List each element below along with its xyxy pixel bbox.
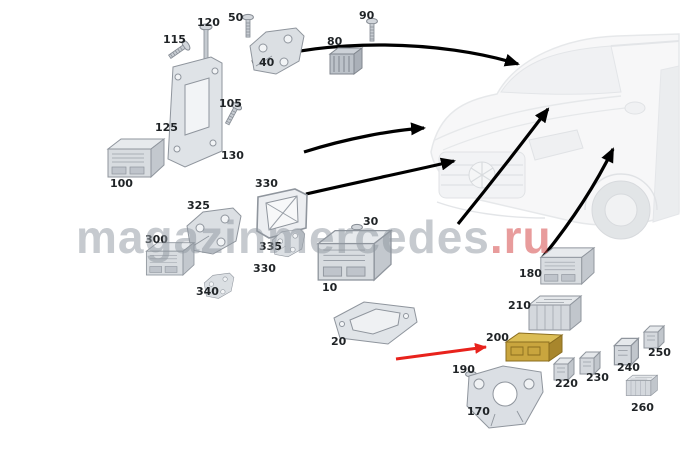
part-label-105: 105 [219, 97, 242, 110]
part-20-illustration [333, 301, 418, 345]
part-label-250: 250 [648, 346, 671, 359]
part-label-120: 120 [197, 16, 220, 29]
part-80-illustration [328, 47, 364, 75]
part-325-illustration [186, 207, 242, 255]
part-label-220: 220 [555, 377, 578, 390]
part-label-170: 170 [467, 405, 490, 418]
annotation-arrow-200 [395, 343, 487, 361]
part-label-10: 10 [322, 281, 338, 294]
part-label-300: 300 [145, 233, 168, 246]
part-260-illustration [625, 374, 658, 396]
part-label-230: 230 [586, 371, 609, 384]
part-250-illustration [643, 325, 665, 349]
part-170-illustration [466, 365, 544, 429]
part-300-illustration [145, 242, 195, 276]
part-label-40: 40 [259, 56, 275, 69]
part-100-illustration [107, 138, 165, 178]
arrow-to-cowl [456, 107, 550, 226]
part-10-illustration [317, 229, 392, 281]
part-label-125: 125 [155, 121, 178, 134]
part-label-130: 130 [221, 149, 244, 162]
part-label-50: 50 [228, 11, 244, 24]
arrow-to-grille [305, 157, 456, 196]
leader-arrows [251, 43, 615, 260]
part-label-210: 210 [508, 299, 531, 312]
part-50-illustration [242, 13, 254, 38]
car-ghost-illustration [430, 33, 680, 240]
part-180-illustration [540, 247, 595, 285]
part-label-260: 260 [631, 401, 654, 414]
arrow-to-windshield [303, 122, 426, 154]
part-label-325: 325 [187, 199, 210, 212]
part-label-20: 20 [331, 335, 347, 348]
part-125-130-illustration [167, 56, 223, 168]
part-label-340: 340 [196, 285, 219, 298]
part-210-illustration [528, 295, 582, 331]
arrow-to-fender [540, 147, 615, 260]
part-label-330-bottom: 330 [253, 262, 276, 275]
part-label-330-top: 330 [255, 177, 278, 190]
part-label-115: 115 [163, 33, 186, 46]
part-label-335: 335 [259, 240, 282, 253]
part-label-200: 200 [486, 331, 509, 344]
part-label-190: 190 [452, 363, 475, 376]
part-label-80: 80 [327, 35, 343, 48]
part-label-90: 90 [359, 9, 375, 22]
part-label-180: 180 [519, 267, 542, 280]
part-label-240: 240 [617, 361, 640, 374]
part-label-100: 100 [110, 177, 133, 190]
part-200-illustration [504, 332, 564, 362]
part-label-30: 30 [363, 215, 379, 228]
